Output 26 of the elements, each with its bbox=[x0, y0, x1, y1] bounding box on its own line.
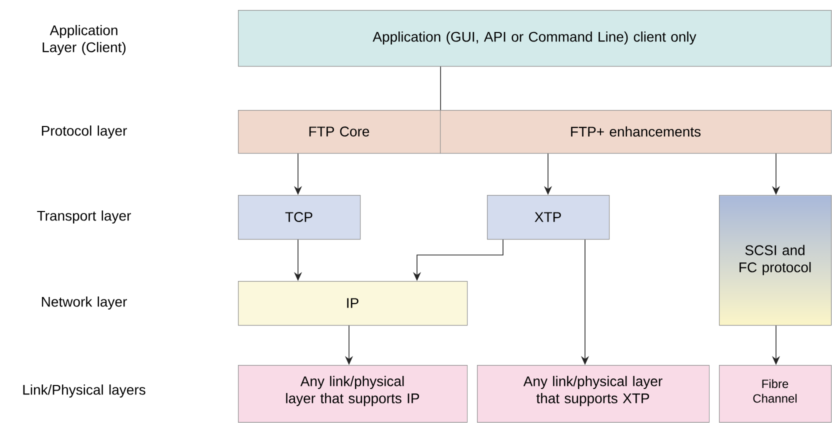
link-box bbox=[238, 365, 468, 423]
transport-box bbox=[238, 195, 361, 240]
link-box bbox=[719, 365, 832, 423]
application-box bbox=[238, 10, 832, 67]
box-text: IP bbox=[347, 298, 358, 308]
box-text: Any link/physical layer that supports IP bbox=[286, 376, 420, 406]
box-text: Application (GUI, API or Command Line) client only bbox=[372, 31, 696, 45]
box-text: XTP bbox=[534, 212, 561, 222]
connector-line bbox=[440, 66, 441, 110]
protocol-box bbox=[440, 110, 832, 154]
network-box bbox=[238, 281, 468, 326]
box-text: FTP Core bbox=[309, 126, 370, 136]
protocol-box bbox=[238, 110, 441, 154]
box-text: SCSI and FC protocol bbox=[740, 244, 811, 276]
transport-box bbox=[719, 195, 832, 326]
transport-box bbox=[487, 195, 610, 240]
layer-label: Transport layer bbox=[37, 210, 131, 224]
box-text: Any link/physical layer that supports XTP bbox=[523, 376, 662, 406]
box-text: FTP+ enhancements bbox=[571, 126, 701, 137]
layer-label: Protocol layer bbox=[42, 125, 127, 139]
layer-label: Network layer bbox=[42, 296, 127, 310]
layer-label: Application Layer (Client) bbox=[42, 24, 126, 56]
box-text: Fibre Channel bbox=[753, 379, 797, 403]
link-box bbox=[477, 365, 710, 423]
layer-label: Link/Physical layers bbox=[23, 384, 146, 398]
box-text: TCP bbox=[285, 212, 312, 222]
